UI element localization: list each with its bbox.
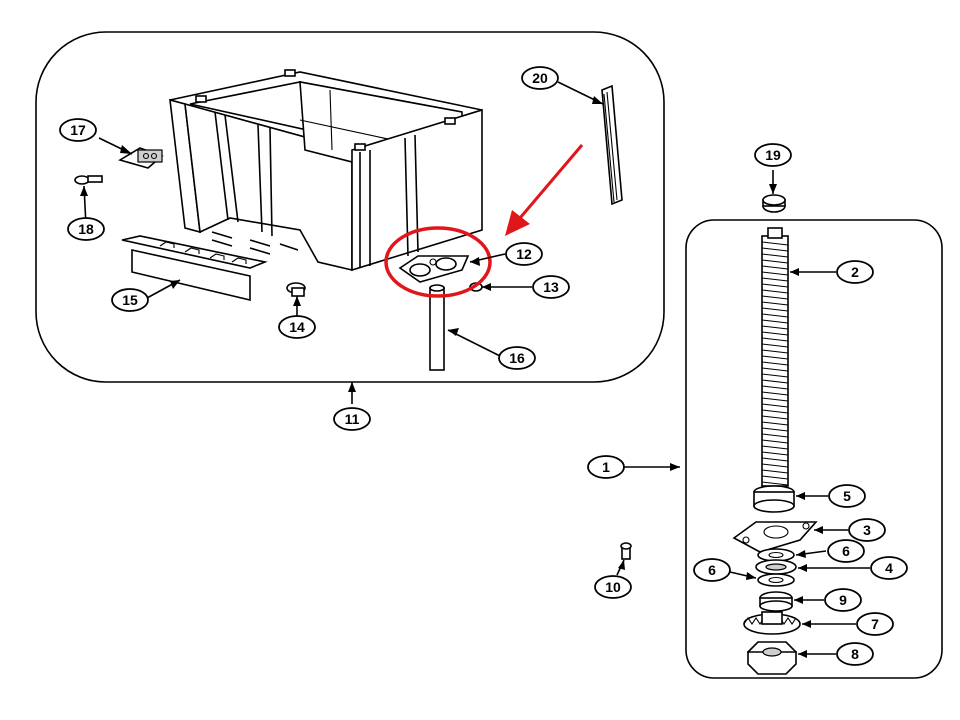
part-8-hex-nut — [746, 641, 798, 675]
highlight-circle — [384, 226, 492, 298]
callout-2: 2 — [836, 260, 874, 284]
callout-6-upper: 6 — [827, 539, 865, 563]
part-4-bearing — [755, 559, 797, 575]
part-12-chain-link — [398, 255, 470, 283]
assembly-11-outline — [35, 31, 665, 383]
svg-text:10: 10 — [605, 579, 621, 595]
part-10-bolt — [620, 542, 632, 560]
part-3-flange-plate — [732, 521, 818, 553]
callout-8: 8 — [836, 642, 874, 666]
svg-text:7: 7 — [871, 616, 879, 632]
part-18-screw — [74, 175, 103, 185]
svg-text:5: 5 — [843, 488, 851, 504]
svg-text:1: 1 — [602, 459, 610, 475]
svg-text:12: 12 — [516, 246, 532, 262]
part-14-pin — [286, 282, 306, 297]
assembly-1-outline — [685, 219, 943, 679]
part-16-shaft — [429, 284, 445, 371]
svg-text:6: 6 — [708, 562, 716, 578]
bucket-housing — [169, 69, 483, 272]
part-17-plate — [118, 147, 164, 169]
part-6-washer-lower — [757, 573, 795, 587]
leader-arrowheads — [80, 96, 823, 658]
callout-7: 7 — [856, 612, 894, 636]
svg-text:17: 17 — [70, 122, 86, 138]
callout-15: 15 — [111, 288, 149, 312]
callout-18: 18 — [67, 217, 105, 241]
svg-text:18: 18 — [78, 221, 94, 237]
callout-4: 4 — [870, 556, 908, 580]
svg-text:16: 16 — [509, 350, 525, 366]
svg-text:4: 4 — [885, 560, 893, 576]
callout-17: 17 — [59, 118, 97, 142]
part-19-nut — [762, 194, 786, 213]
part-9-spacer — [759, 591, 793, 612]
svg-text:3: 3 — [863, 522, 871, 538]
callout-10: 10 — [594, 575, 632, 599]
part-2-threaded-rod — [761, 227, 789, 487]
svg-text:15: 15 — [122, 292, 138, 308]
part-7-sprocket — [743, 611, 801, 635]
svg-text:9: 9 — [839, 592, 847, 608]
svg-text:2: 2 — [851, 264, 859, 280]
svg-text:13: 13 — [543, 279, 559, 295]
svg-text:8: 8 — [851, 646, 859, 662]
part-5-bushing — [753, 485, 795, 513]
highlight-arrow-shaft — [518, 144, 584, 219]
callout-1: 1 — [587, 455, 625, 479]
callout-5: 5 — [828, 484, 866, 508]
part-20-rail — [601, 84, 623, 206]
highlight-arrow-head — [505, 210, 530, 236]
callout-13: 13 — [532, 275, 570, 299]
callout-12: 12 — [505, 242, 543, 266]
callout-9: 9 — [824, 588, 862, 612]
callout-11: 11 — [333, 407, 371, 431]
svg-text:19: 19 — [765, 147, 781, 163]
callout-19: 19 — [754, 143, 792, 167]
svg-text:11: 11 — [345, 411, 360, 427]
svg-text:6: 6 — [842, 543, 850, 559]
svg-text:14: 14 — [289, 319, 305, 335]
callout-6-lower: 6 — [693, 558, 731, 582]
svg-text:20: 20 — [532, 70, 548, 86]
callout-16: 16 — [498, 346, 536, 370]
highlight-annotation — [384, 144, 584, 298]
callout-20: 20 — [521, 66, 559, 90]
callout-3: 3 — [848, 518, 886, 542]
part-15-bracket — [121, 235, 268, 302]
callout-14: 14 — [278, 315, 316, 339]
